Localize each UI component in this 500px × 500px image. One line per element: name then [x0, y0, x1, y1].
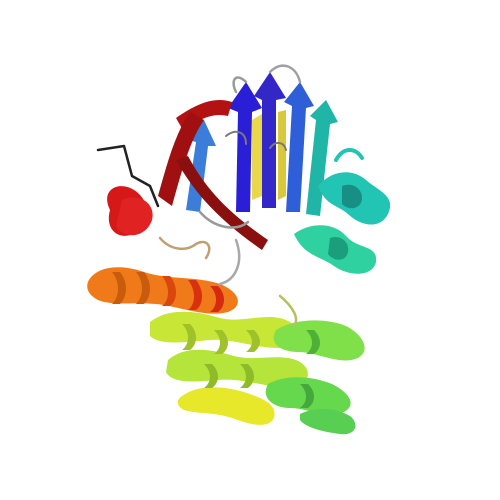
helix-turn-band	[214, 330, 228, 354]
helix-turn-band	[182, 324, 196, 350]
strand-inner-face	[278, 110, 286, 200]
coil-loop	[278, 294, 298, 328]
cyan-helix-inner	[328, 236, 349, 260]
helix-turn-band	[300, 384, 314, 408]
coil-loop	[225, 130, 247, 145]
helix-turn-band	[112, 272, 126, 304]
helix-turn-band	[240, 364, 254, 388]
coil-loop	[269, 142, 287, 151]
cyan-coil	[334, 148, 364, 162]
helix-turn-band	[246, 330, 260, 352]
dark-loop	[96, 144, 160, 208]
helix-turn-band	[136, 272, 150, 304]
cyan-helix-inner	[342, 184, 362, 209]
coil-loop	[158, 236, 211, 260]
beta-strand-4	[306, 100, 338, 216]
red-helix-turn	[116, 197, 153, 236]
cyan-helices	[294, 148, 391, 274]
coil-loop	[232, 76, 248, 94]
helix-turn-band	[162, 276, 176, 306]
beta-sheet	[186, 72, 338, 216]
coil-loops	[158, 64, 302, 328]
helix-turn-band	[188, 280, 202, 310]
yellow-green-helix	[166, 349, 308, 389]
coil-loop	[218, 238, 241, 286]
helix-turn-band	[210, 286, 224, 312]
red-lobe	[96, 99, 268, 250]
yellow-helix	[150, 311, 299, 348]
helix-turn-band	[204, 364, 218, 388]
helix-turn-band	[306, 330, 320, 354]
coil-loop	[268, 64, 302, 84]
coil-loop	[198, 210, 250, 229]
dark-red-ribbon	[176, 156, 268, 250]
yellow-helix-lower	[177, 387, 275, 425]
beta-strand-1	[228, 82, 262, 212]
c-lobe-helices	[150, 311, 365, 435]
strand-inner-face	[252, 114, 262, 200]
beta-strand-5	[186, 120, 216, 212]
orange-helix	[87, 267, 238, 314]
beta-strand-3	[284, 82, 314, 212]
green-helix-tail	[300, 408, 356, 435]
